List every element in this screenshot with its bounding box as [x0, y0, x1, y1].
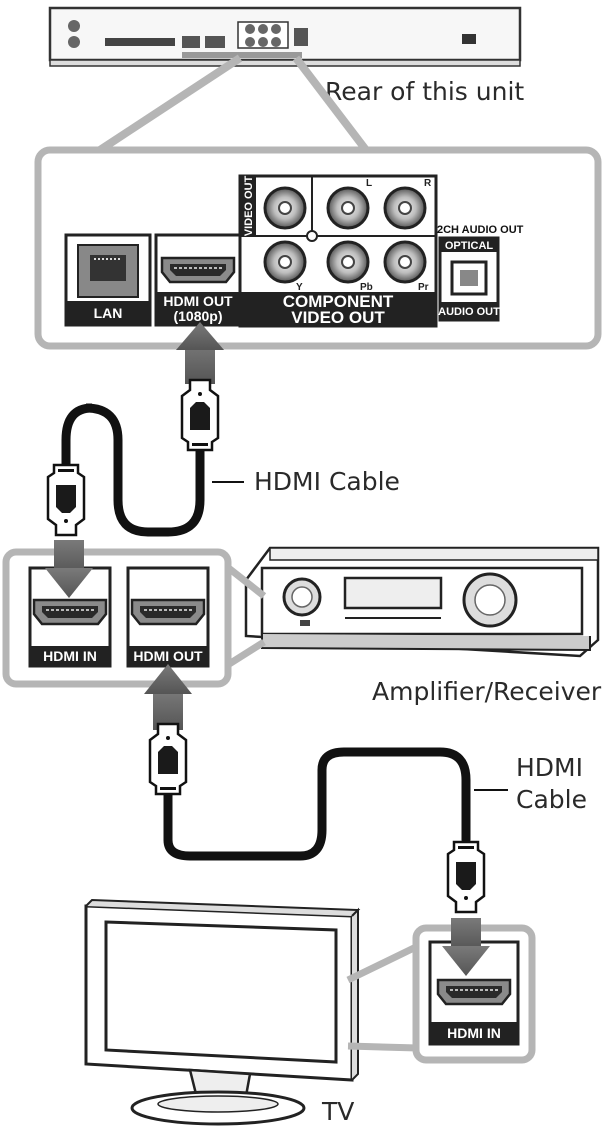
- jack-l-label: L: [366, 178, 372, 189]
- hdmi-plug-tv-in: [446, 840, 486, 914]
- jack-r-label: R: [424, 178, 432, 189]
- component-video-out-label: VIDEO OUT: [291, 308, 385, 327]
- hdmi-cable-1: [46, 322, 224, 537]
- optical-label: OPTICAL: [445, 240, 494, 252]
- amp-port-panel: HDMI IN HDMI OUT: [2, 548, 232, 688]
- amp-display: [343, 576, 443, 610]
- audio-2ch-label: 2CH AUDIO OUT: [437, 224, 524, 236]
- hdmi-cable-2: [144, 664, 486, 914]
- lan-port: LAN: [64, 233, 152, 327]
- arrow-up-to-player: [176, 322, 224, 384]
- optical-audio-port: 2CH AUDIO OUT OPTICAL AUDIO OUT: [437, 224, 524, 322]
- rear-unit-label: Rear of this unit: [325, 77, 524, 106]
- jack-pb-label: Pb: [360, 282, 373, 293]
- hdmi-out-port: HDMI OUT (1080p): [154, 233, 242, 327]
- zoom-lines: [97, 54, 370, 154]
- hdmi-plug-player-end: [180, 378, 220, 452]
- arrow-down-to-amp: [45, 540, 93, 598]
- hdmi-cable-2-label-line2: Cable: [516, 785, 587, 814]
- jack-pr-label: Pr: [418, 282, 429, 293]
- rear-panel: LAN HDMI OUT (1080p) VIDEO OUT: [34, 146, 602, 350]
- hdmi-plug-amp-out: [148, 722, 188, 796]
- hdmi-out-label: HDMI OUT: [163, 293, 233, 309]
- audio-out-label: AUDIO OUT: [438, 306, 500, 318]
- amp-hdmi-in-label: HDMI IN: [43, 648, 97, 664]
- amp-zoom-lines: [223, 563, 267, 669]
- arrow-down-to-tv: [442, 918, 490, 976]
- jack-y-label: Y: [296, 282, 303, 293]
- amplifier-receiver: [244, 546, 600, 658]
- tv-hdmi-in-label: HDMI IN: [447, 1025, 501, 1041]
- amp-hdmi-out-label: HDMI OUT: [133, 648, 203, 664]
- television: [84, 898, 361, 1126]
- player-unit: [48, 6, 522, 67]
- hdmi-cable-2-label-line1: HDMI: [516, 753, 583, 782]
- video-component-block: VIDEO OUT L R Y Pb Pr COMPONENT VIDEO OU…: [238, 174, 438, 328]
- lan-label: LAN: [94, 305, 123, 321]
- amplifier-label: Amplifier/Receiver: [372, 677, 602, 706]
- hdmi-out-resolution-label: (1080p): [173, 308, 222, 324]
- hdmi-cable-1-label: HDMI Cable: [254, 467, 400, 496]
- component-label: COMPONENT: [283, 292, 394, 311]
- hdmi-plug-amp-in: [46, 463, 86, 537]
- tv-zoom-lines: [346, 942, 420, 1052]
- video-out-label: VIDEO OUT: [243, 175, 255, 236]
- tv-label: TV: [321, 1097, 354, 1126]
